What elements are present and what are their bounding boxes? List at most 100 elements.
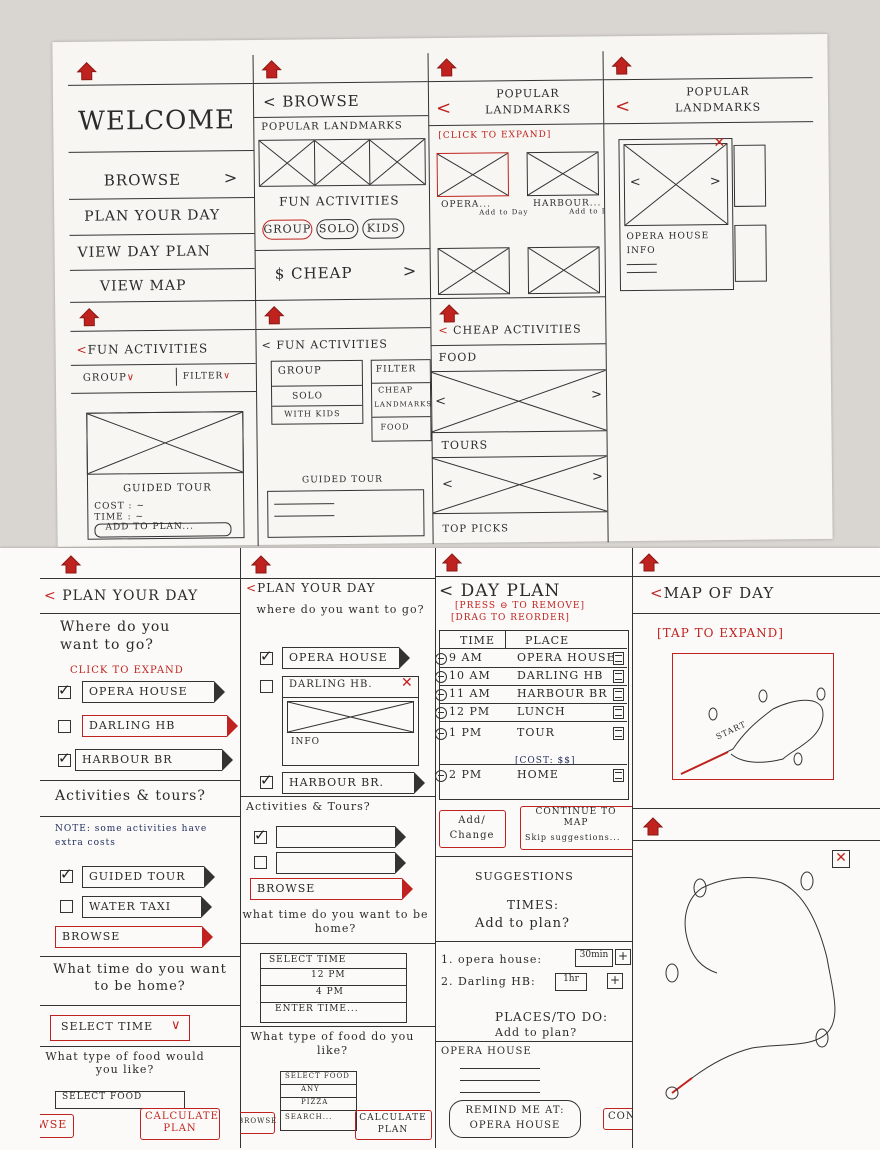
section-top-picks[interactable]: TOP PICKS [442,523,509,536]
time-option[interactable]: 12 PM [311,970,346,980]
home-icon[interactable] [250,554,272,574]
browse-button[interactable]: BROWSE [55,926,213,948]
menu-item-view-day-plan[interactable]: VIEW DAY PLAN [77,243,211,261]
tag-group[interactable]: GROUP [262,219,313,240]
landmark-detail-card[interactable]: ✕ < > OPERA HOUSE INFO [618,135,735,292]
menu-item-view-map[interactable]: VIEW MAP [99,277,187,295]
calculate-plan-button[interactable]: CALCULATE PLAN [355,1110,432,1140]
place-opera-house[interactable]: OPERA HOUSE [82,681,225,703]
group-dropdown[interactable]: GROUP∨ [82,372,136,384]
select-time-dropdown[interactable]: SELECT TIME∨ [50,1015,190,1041]
group-option[interactable]: WITH KIDS [284,409,341,419]
carousel-image[interactable] [431,455,608,515]
browse-button[interactable]: BROWSE [250,878,413,900]
food-option[interactable]: SEARCH... [285,1113,333,1121]
next-chevron-icon[interactable]: > [591,469,604,485]
filter-dropdown-open[interactable]: FILTER CHEAP LANDMARKS FOOD [370,359,432,442]
activity-card[interactable] [267,489,425,538]
section-food[interactable]: FOOD [438,350,478,365]
tag-solo[interactable]: SOLO [316,218,359,240]
drag-handle-icon[interactable] [613,652,624,665]
back-map[interactable]: <MAP OF DAY [650,584,775,602]
place-checkbox[interactable] [260,647,273,665]
home-icon[interactable] [436,57,458,77]
carousel-image[interactable] [430,369,607,434]
select-time-dropdown-open[interactable]: SELECT TIME 12 PM 4 PM ENTER TIME... [260,953,407,1023]
filter-dropdown[interactable]: FILTER∨ [182,371,231,382]
home-icon[interactable] [642,816,664,836]
suggestion-duration[interactable]: 1hr [555,973,587,991]
home-icon[interactable] [438,303,460,323]
back-fun-activities[interactable]: < FUN ACTIVITIES [261,337,388,352]
back-fun-activities[interactable]: <FUN ACTIVITIES [76,341,209,357]
prev-chevron-icon[interactable]: < [435,393,448,410]
landmark-card-image[interactable] [526,151,600,197]
place-checkbox[interactable] [58,720,71,733]
menu-item-browse[interactable]: BROWSE [103,170,182,190]
home-icon[interactable] [441,552,463,572]
place-checkbox[interactable] [58,681,71,699]
continue-to-map-button[interactable]: CONTINUE TO MAP Skip suggestions... [520,806,632,850]
section-fun-activities[interactable]: FUN ACTIVITIES [278,193,400,209]
tour-option[interactable] [276,826,406,848]
tag-kids[interactable]: KIDS [362,218,405,239]
drag-handle-icon[interactable] [613,706,624,719]
close-icon[interactable]: ✕ [401,675,414,691]
remove-row-icon[interactable] [435,728,447,740]
filter-option[interactable]: CHEAP [377,385,414,395]
remove-row-icon[interactable] [435,707,447,719]
home-icon[interactable] [261,59,283,79]
next-chevron-icon[interactable]: > [591,387,604,403]
prev-chevron-icon[interactable]: < [441,476,455,493]
activity-card[interactable]: GUIDED TOUR COST : ~ TIME : ~ ADD TO PLA… [86,411,245,540]
group-dropdown-open[interactable]: GROUP SOLO WITH KIDS [270,359,364,425]
map-thumbnail[interactable]: START [672,653,834,780]
close-icon[interactable]: ✕ [713,135,727,152]
place-checkbox[interactable] [260,680,273,693]
drag-handle-icon[interactable] [613,769,624,782]
tour-option[interactable] [276,852,406,874]
landmark-card-image[interactable] [436,152,510,198]
add-suggestion-button[interactable]: + [615,949,631,965]
home-icon[interactable] [263,305,285,325]
tour-water-taxi[interactable]: WATER TAXI [82,896,212,918]
section-popular-landmarks[interactable]: POPULAR LANDMARKS [261,120,403,133]
home-icon[interactable] [78,307,100,327]
group-option[interactable]: SOLO [292,391,324,402]
add-to-day-button[interactable]: Add to Day [569,207,607,216]
calculate-plan-button[interactable]: CALCULATE PLAN [140,1108,220,1140]
back-plan-your-day[interactable]: < PLAN YOUR DAY [44,588,199,604]
section-cheap[interactable]: $ CHEAP [274,263,353,283]
home-icon[interactable] [76,61,98,81]
select-food-dropdown[interactable]: SELECT FOOD [55,1091,185,1109]
place-opera-house[interactable]: OPERA HOUSE [282,647,410,669]
select-food-dropdown-open[interactable]: SELECT FOOD ANY PIZZA SEARCH... [280,1071,357,1131]
remove-row-icon[interactable] [435,653,447,665]
place-harbour-br[interactable]: HARBOUR BR [75,749,233,771]
remove-row-icon[interactable] [435,689,447,701]
tour-checkbox[interactable] [60,865,73,883]
tour-checkbox[interactable] [254,826,267,844]
back-chevron-icon[interactable]: < [614,96,632,118]
remove-row-icon[interactable] [435,770,447,782]
drag-handle-icon[interactable] [613,670,624,683]
tour-guided-tour[interactable]: GUIDED TOUR [82,866,215,888]
close-map-button[interactable]: ✕ [832,850,850,868]
time-option[interactable]: 4 PM [316,987,344,997]
place-checkbox[interactable] [58,749,71,767]
back-cheap[interactable]: < CHEAP ACTIVITIES [438,322,582,338]
home-icon[interactable] [638,552,660,572]
back-plan-your-day[interactable]: <PLAN YOUR DAY [246,581,376,595]
add-change-button[interactable]: Add/ Change [439,810,506,848]
drag-handle-icon[interactable] [613,688,624,701]
food-option[interactable]: ANY [301,1085,320,1093]
back-chevron-icon[interactable]: < [435,97,453,120]
drag-handle-icon[interactable] [613,727,624,740]
place-checkbox[interactable] [260,771,273,789]
continue-button[interactable]: CONTINUE [603,1108,632,1130]
add-suggestion-button[interactable]: + [607,973,623,989]
back-day-plan[interactable]: < DAY PLAN [439,581,561,601]
food-option[interactable]: PIZZA [301,1098,329,1106]
back-browse[interactable]: < BROWSE [262,91,360,111]
filter-option[interactable]: FOOD [380,422,410,432]
